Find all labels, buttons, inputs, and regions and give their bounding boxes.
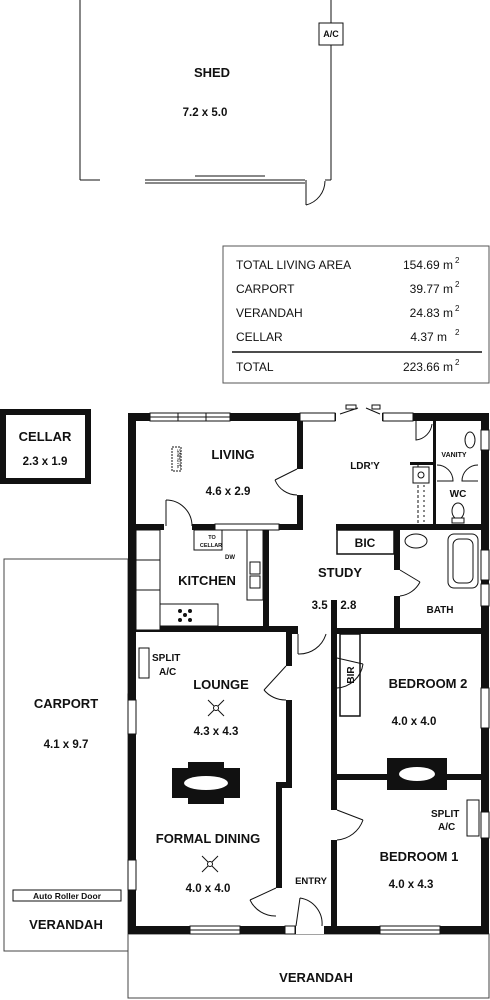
fixtures: SNH07E TO CELLAR DW (135, 431, 480, 873)
kitchen-label: KITCHEN (178, 573, 236, 588)
cellar: CELLAR 2.3 x 1.9 (0, 409, 91, 484)
formal-dining-dim: 4.0 x 4.0 (186, 883, 231, 895)
carport-dim: 4.1 x 9.7 (44, 739, 89, 751)
shed: A/C SHED 7.2 x 5.0 (79, 0, 344, 206)
auto-roller-door-label: Auto Roller Door (33, 891, 102, 901)
house-outer-walls (127, 404, 490, 935)
area-value-carport: 39.77 m (410, 282, 453, 296)
shed-dim: 7.2 x 5.0 (183, 107, 228, 119)
auto-roller-door (12, 889, 122, 902)
heater-label: SNH07E (175, 449, 181, 469)
shed-name: SHED (194, 65, 230, 80)
toilet-icon (451, 502, 465, 520)
bir-label: BIR (346, 666, 357, 684)
ac-unit-label: A/C (323, 29, 339, 39)
area-label-verandah: VERANDAH (236, 306, 303, 320)
to-cellar-label-2: CELLAR (200, 543, 222, 549)
cellar-name: CELLAR (19, 429, 72, 444)
area-value-cellar: 4.37 m (410, 330, 447, 344)
bedroom2-name: BEDROOM 2 (389, 676, 468, 691)
ac-unit-box (318, 22, 344, 46)
living-name: LIVING (211, 447, 254, 462)
lounge-name: LOUNGE (193, 677, 249, 692)
area-value-total: 223.66 m (403, 360, 453, 374)
vanity-label: VANITY (441, 452, 466, 459)
bedroom2-dim: 4.0 x 4.0 (392, 716, 437, 728)
area-rows: TOTAL LIVING AREA 154.69 m 2 CARPORT 39.… (236, 256, 460, 344)
split-ac-bedroom1-1: SPLIT (431, 809, 459, 820)
laundry-label: LDR'Y (350, 461, 380, 472)
lounge-dim: 4.3 x 4.3 (194, 726, 239, 738)
area-sup-total: 2 (455, 358, 460, 367)
ceiling-fan-icon (207, 699, 225, 717)
to-cellar-label-1: TO (208, 535, 216, 541)
wc-label: WC (450, 489, 467, 500)
area-table: TOTAL LIVING AREA 154.69 m 2 CARPORT 39.… (222, 245, 490, 384)
area-label-total: TOTAL (236, 360, 274, 374)
bed-icon (387, 758, 447, 790)
area-sup-carport: 2 (455, 280, 460, 289)
area-sup-verandah: 2 (455, 304, 460, 313)
ceiling-fan-icon (201, 855, 219, 873)
dining-table-icon (172, 762, 240, 804)
formal-dining-name: FORMAL DINING (156, 831, 260, 846)
dw-label: DW (225, 555, 235, 561)
study-name: STUDY (318, 565, 362, 580)
cellar-dim: 2.3 x 1.9 (23, 456, 68, 468)
split-ac-lounge-1: SPLIT (152, 653, 180, 664)
bath-label: BATH (426, 605, 453, 616)
sink-icon (249, 561, 261, 575)
split-ac-bedroom1-2: A/C (438, 822, 455, 833)
entry-label: ENTRY (295, 876, 328, 887)
split-ac-unit-lounge (138, 647, 150, 679)
living-dim: 4.6 x 2.9 (206, 486, 251, 498)
study-dim: 3.5 x 2.8 (312, 600, 357, 612)
basin-icon (404, 533, 428, 549)
verandah-side-label: VERANDAH (29, 917, 103, 932)
front-verandah: VERANDAH (127, 933, 490, 999)
area-label-carport: CARPORT (236, 282, 295, 296)
area-label-cellar: CELLAR (236, 330, 283, 344)
cooktop-icon (178, 609, 192, 622)
split-ac-unit-bedroom1 (466, 799, 480, 837)
room-labels: LIVING 4.6 x 2.9 LDR'Y VANITY WC KITCHEN… (152, 447, 467, 895)
vanity-basin-icon (464, 431, 476, 449)
area-label-living: TOTAL LIVING AREA (236, 258, 351, 272)
bedroom1-name: BEDROOM 1 (380, 849, 459, 864)
verandah-front-label: VERANDAH (279, 970, 353, 985)
area-value-living: 154.69 m (403, 258, 453, 272)
doors (165, 421, 479, 927)
area-value-verandah: 24.83 m (410, 306, 453, 320)
carport: CARPORT 4.1 x 9.7 Auto Roller Door VERAN… (3, 558, 135, 952)
heater-icon (171, 446, 182, 472)
bic-label: BIC (355, 536, 376, 550)
area-sup-cellar: 2 (455, 328, 460, 337)
carport-name: CARPORT (34, 696, 98, 711)
split-ac-lounge-2: A/C (159, 667, 176, 678)
area-sup-living: 2 (455, 256, 460, 265)
bedroom1-dim: 4.0 x 4.3 (389, 879, 434, 891)
